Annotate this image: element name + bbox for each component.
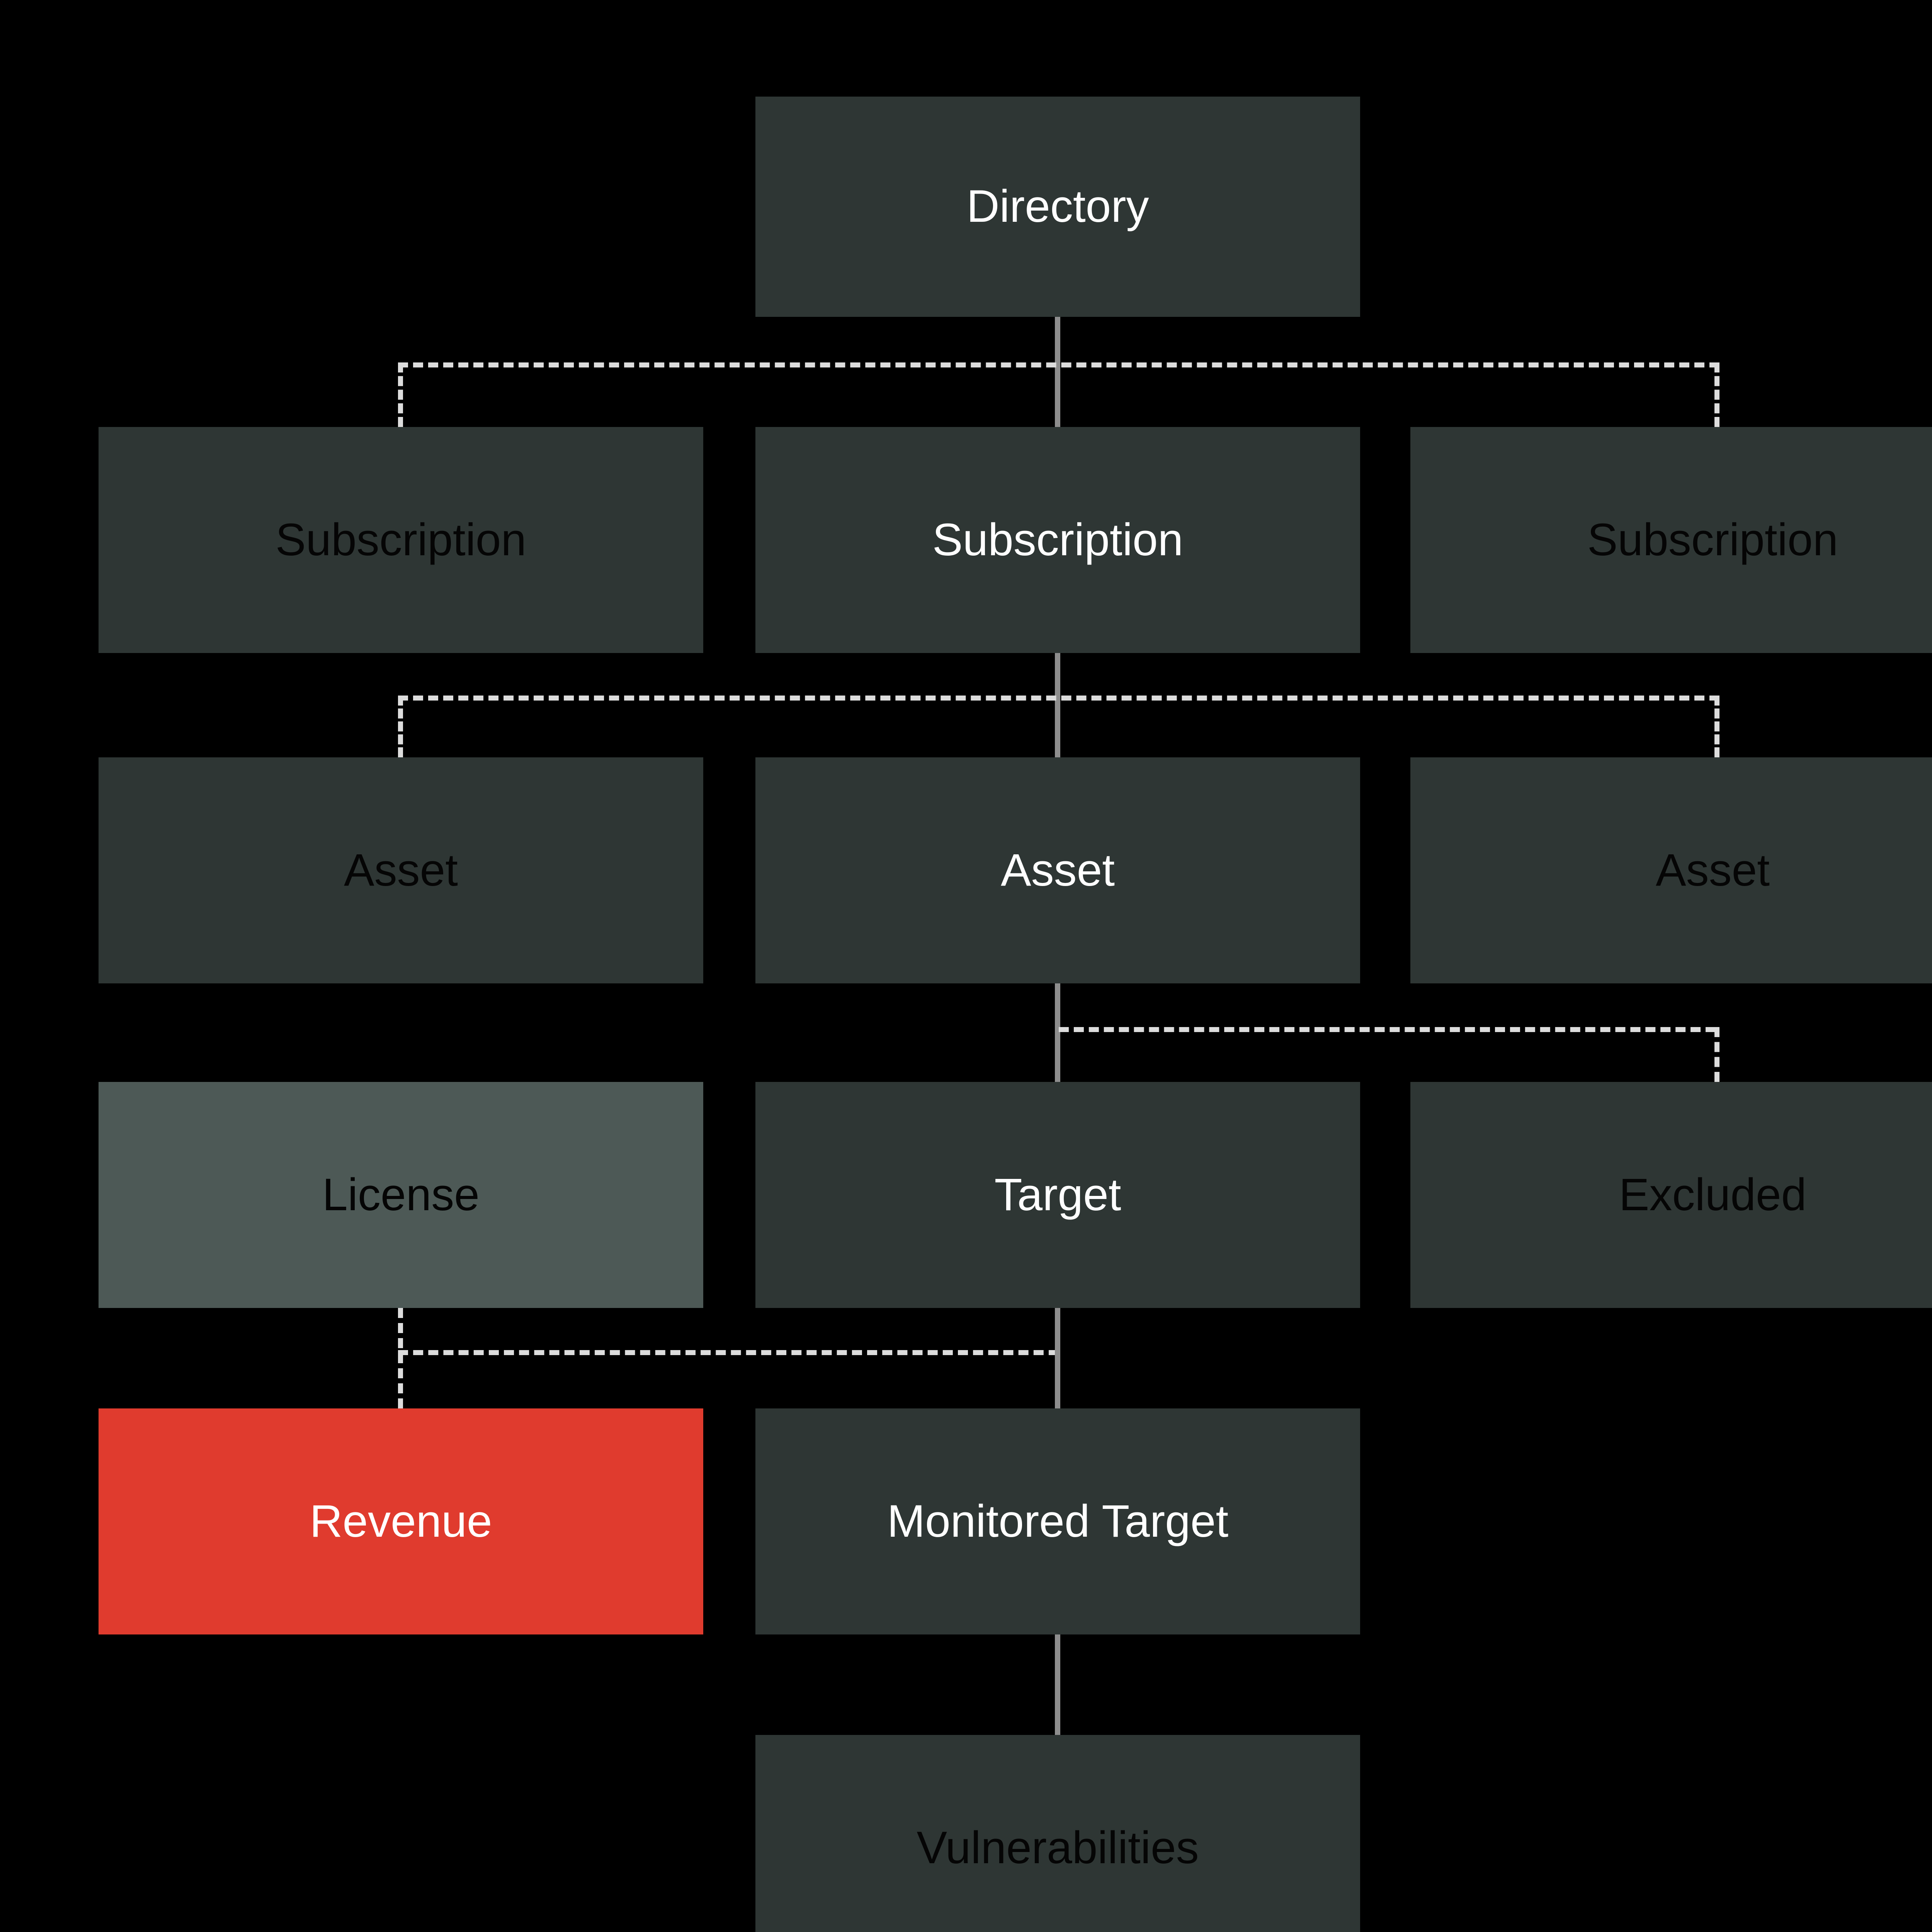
node-asset-left-label: Asset [344, 844, 458, 896]
node-subscription-left-label: Subscription [275, 514, 527, 565]
node-monitored-target[interactable]: Monitored Target [755, 1408, 1360, 1634]
connector-subscription-bus [398, 362, 1719, 367]
node-asset-left[interactable]: Asset [99, 757, 703, 983]
connector-subscription-trunk [1055, 653, 1060, 757]
node-revenue-label: Revenue [310, 1495, 492, 1547]
connector-asset-bus [398, 696, 1719, 701]
node-vulnerabilities-label: Vulnerabilities [917, 1822, 1199, 1873]
connector-asset-excluded-bus [1059, 1027, 1716, 1032]
node-subscription-right[interactable]: Subscription [1410, 427, 1932, 653]
connector-subscription-left-drop [398, 362, 403, 427]
node-subscription-left[interactable]: Subscription [99, 427, 703, 653]
node-excluded[interactable]: Excluded [1410, 1082, 1932, 1308]
connector-subscription-right-drop [1714, 362, 1719, 427]
node-excluded-label: Excluded [1619, 1169, 1807, 1220]
connector-asset-target-trunk [1055, 983, 1060, 1082]
connector-asset-left-drop [398, 696, 403, 757]
node-asset-right-label: Asset [1655, 844, 1770, 896]
node-subscription-center[interactable]: Subscription [755, 427, 1360, 653]
connector-license-target-bus [398, 1350, 1059, 1355]
node-asset-right[interactable]: Asset [1410, 757, 1932, 983]
connector-excluded-drop [1714, 1027, 1719, 1082]
node-subscription-center-label: Subscription [932, 514, 1184, 565]
node-directory[interactable]: Directory [755, 97, 1360, 317]
connector-license-revenue [398, 1308, 403, 1408]
connector-monitored-vulnerabilities-trunk [1055, 1634, 1060, 1735]
node-license-label: License [322, 1169, 480, 1220]
connector-target-monitored-trunk [1055, 1308, 1060, 1408]
connector-asset-right-drop [1714, 696, 1719, 757]
node-directory-label: Directory [966, 181, 1149, 232]
node-license[interactable]: License [99, 1082, 703, 1308]
node-subscription-right-label: Subscription [1587, 514, 1838, 565]
node-target-label: Target [994, 1169, 1121, 1220]
node-vulnerabilities[interactable]: Vulnerabilities [755, 1735, 1360, 1932]
node-asset-center[interactable]: Asset [755, 757, 1360, 983]
connector-directory-trunk [1055, 317, 1060, 427]
node-monitored-target-label: Monitored Target [887, 1495, 1229, 1547]
node-asset-center-label: Asset [1000, 844, 1115, 896]
node-target[interactable]: Target [755, 1082, 1360, 1308]
node-revenue[interactable]: Revenue [99, 1408, 703, 1634]
